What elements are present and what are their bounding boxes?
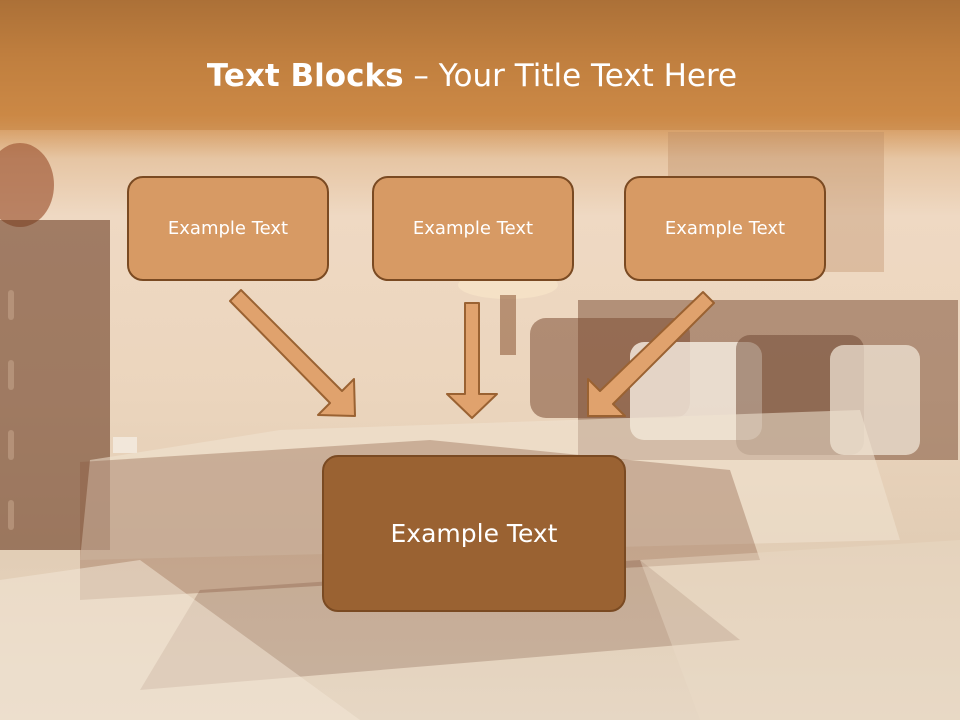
text-block-2[interactable]: Example Text xyxy=(372,176,574,281)
arrow-down-icon xyxy=(446,302,498,419)
arrow-right-icon xyxy=(587,291,715,417)
main-text-block-label: Example Text xyxy=(390,519,558,548)
arrow-left-icon xyxy=(229,289,356,417)
text-block-3[interactable]: Example Text xyxy=(624,176,826,281)
text-block-1[interactable]: Example Text xyxy=(127,176,329,281)
title-bold-text: Text Blocks xyxy=(206,58,404,94)
text-block-1-label: Example Text xyxy=(167,218,289,239)
slide-title: Text Blocks – Your Title Text Here xyxy=(0,56,944,96)
text-block-3-label: Example Text xyxy=(664,218,786,239)
title-rest-text: Your Title Text Here xyxy=(438,58,738,94)
main-text-block[interactable]: Example Text xyxy=(322,455,626,612)
title-separator: – xyxy=(403,58,439,94)
text-block-2-label: Example Text xyxy=(412,218,534,239)
